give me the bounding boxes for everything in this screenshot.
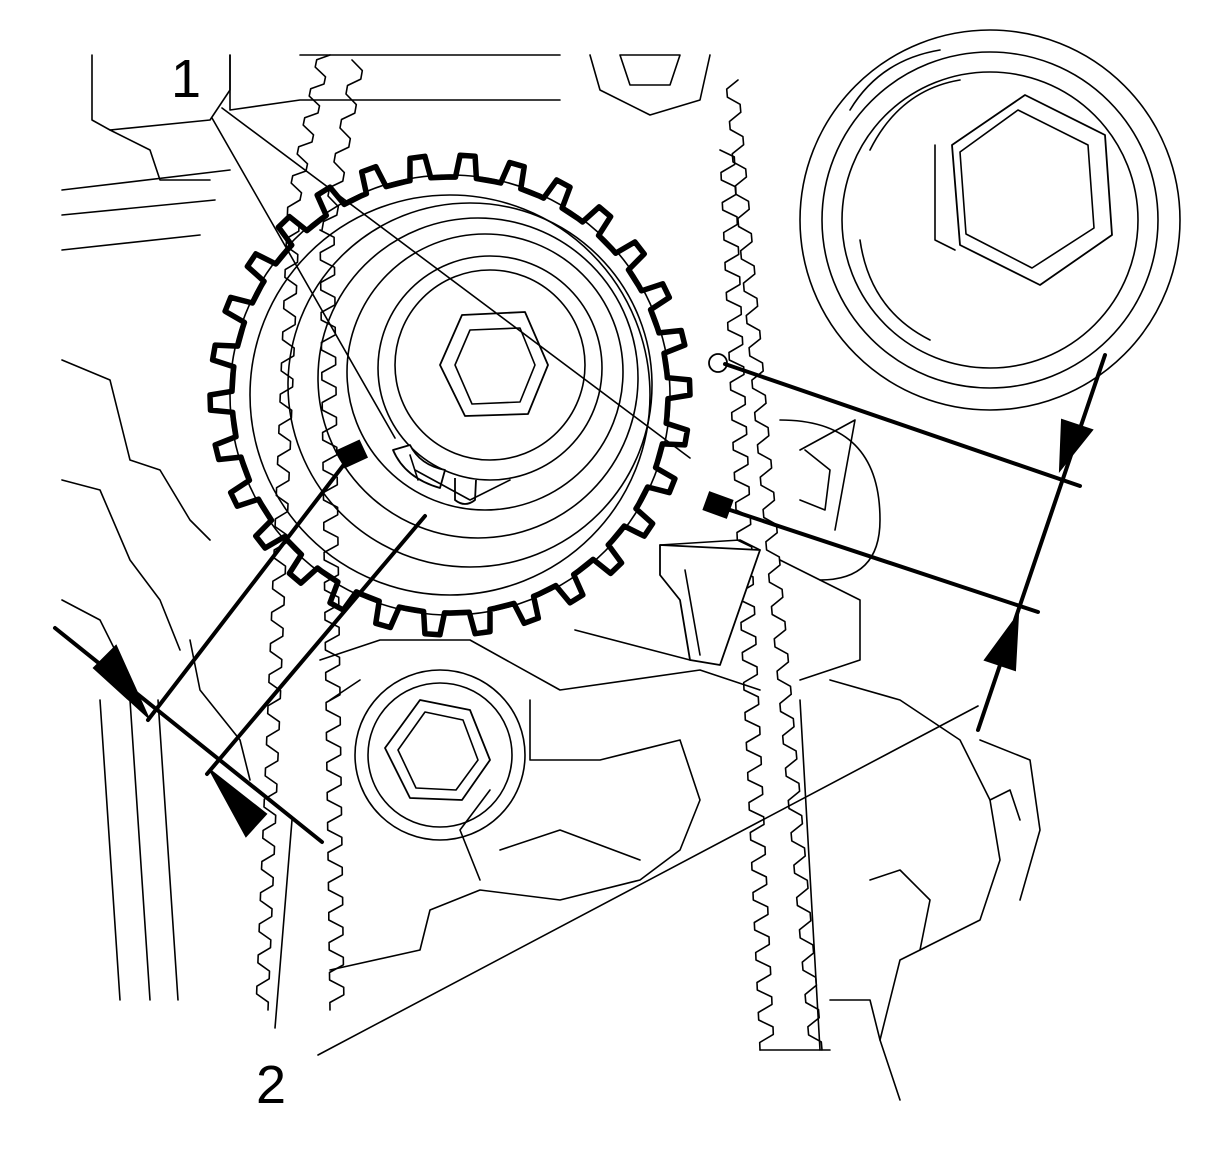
idler-pulley (354, 669, 526, 841)
tensioner-timing-mark (702, 491, 734, 519)
crankshaft-bolt (439, 311, 549, 417)
callout-1-leaders (211, 107, 691, 459)
callout-label-2: 2 (256, 1055, 286, 1115)
camshaft-bolt (934, 94, 1113, 286)
idler-bolt (384, 699, 491, 801)
dimension-lines (53, 353, 1107, 844)
dimension-arrows (92, 418, 1094, 838)
camshaft-pulley (799, 29, 1181, 411)
arrowhead-right-lower (983, 611, 1020, 672)
sprocket-keyway (392, 444, 511, 505)
tensioner-assembly (574, 419, 881, 666)
arrowhead-left-upper (92, 644, 149, 718)
callout-2-leaders (274, 705, 979, 1056)
engine-housing (61, 54, 1041, 1101)
arrowhead-left-lower (209, 769, 268, 838)
arrowhead-right-upper (1058, 418, 1094, 474)
upper-bolt (589, 54, 711, 116)
timing-belt (255, 54, 823, 1051)
callout-label-1: 1 (171, 49, 201, 109)
crankshaft-sprocket (207, 152, 693, 638)
